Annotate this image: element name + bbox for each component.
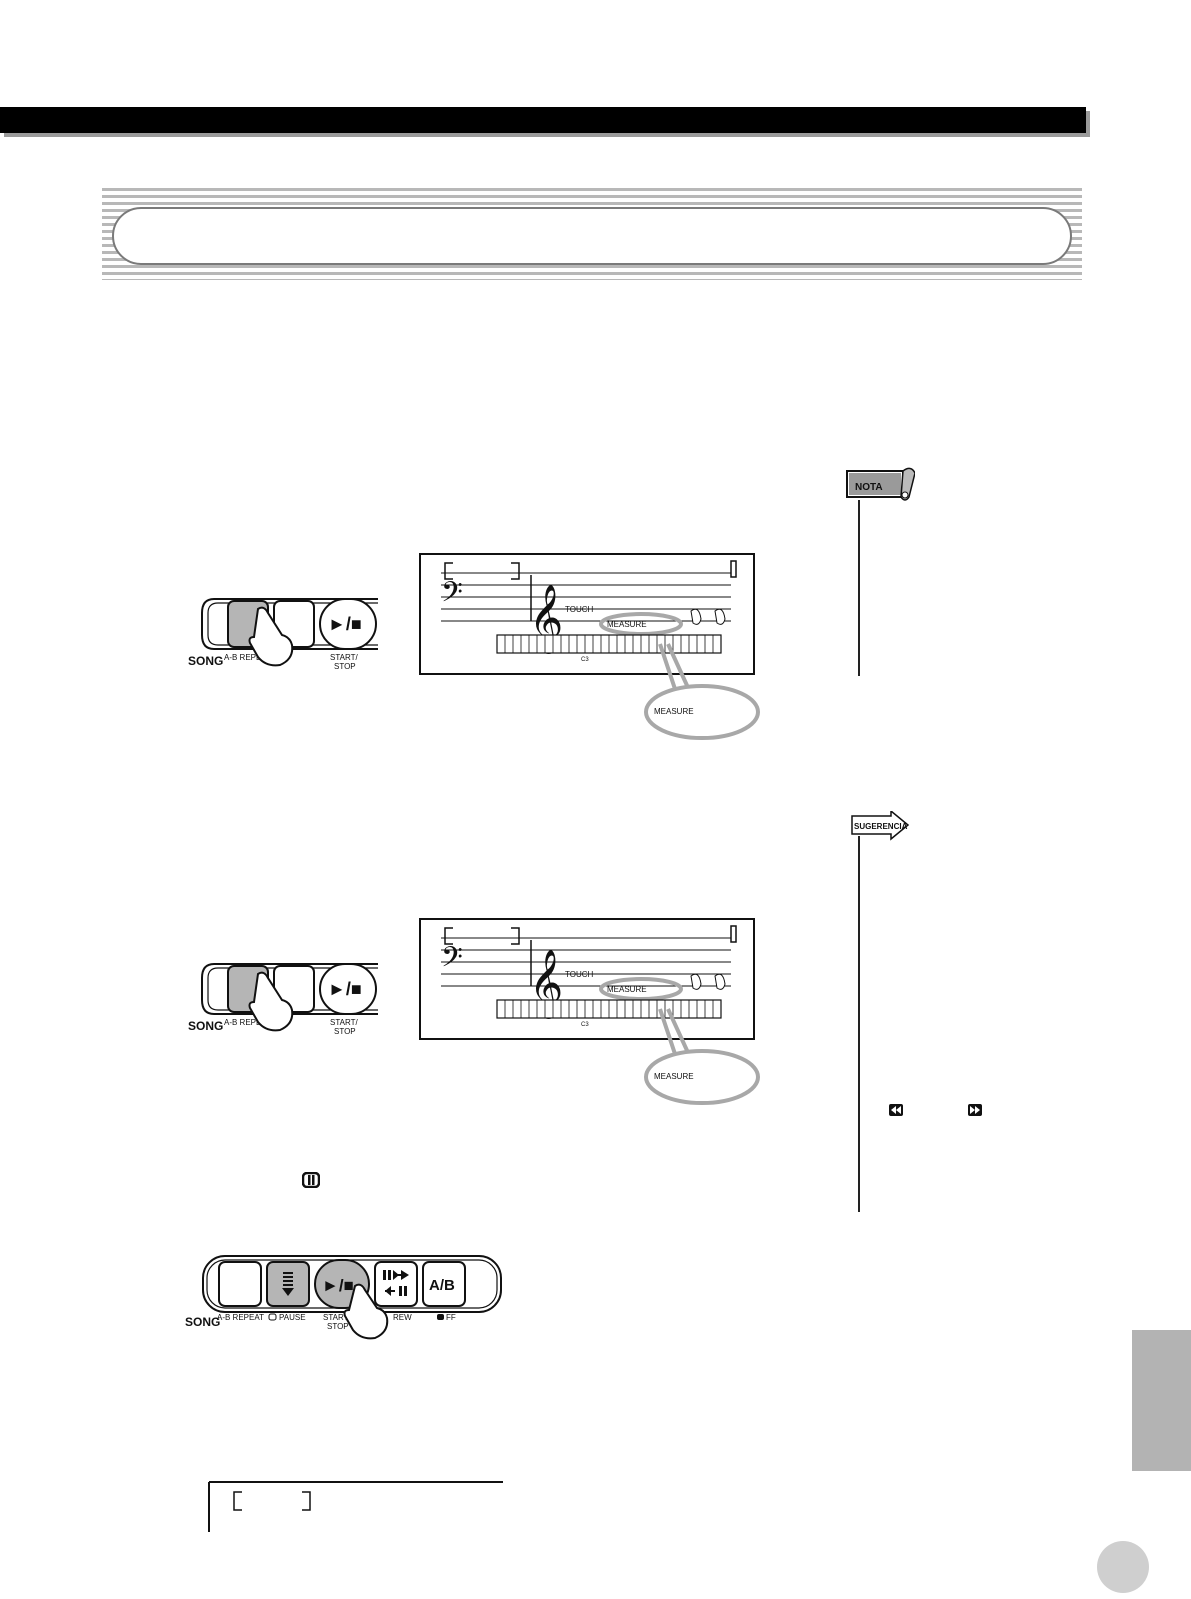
- pointing-hand-icon: [343, 1283, 389, 1340]
- lcd-touch-label: TOUCH: [565, 970, 594, 979]
- song-label: SONG: [188, 654, 223, 668]
- start-stop-label: STOP: [327, 1322, 349, 1331]
- fast-forward-icon: [968, 1104, 982, 1116]
- start-stop-label: STOP: [334, 662, 356, 671]
- lcd-measure-label: MEASURE: [607, 985, 647, 994]
- header-bar-shadow: [1086, 111, 1090, 137]
- ab-repeat-label: A-B REPEAT: [217, 1313, 264, 1322]
- start-stop-label: STOP: [334, 1027, 356, 1036]
- ab-repeat-label: A-B REPEAT: [224, 1018, 271, 1027]
- rew-ff-icon: [383, 1270, 409, 1296]
- song-panel-full: ►/■ A/B SONG A-B REPEAT PAUSE START/ STO…: [185, 1255, 502, 1340]
- rew-button[interactable]: [374, 1261, 418, 1307]
- lcd-touch-label: TOUCH: [565, 605, 594, 614]
- play-stop-glyph: ►/■: [328, 614, 362, 634]
- measure-callout-2: MEASURE: [644, 1008, 760, 1105]
- start-stop-label: START/: [323, 1313, 351, 1322]
- rewind-icon: [889, 1104, 903, 1116]
- left-hand-icon: [690, 608, 702, 625]
- bass-clef-icon: 𝄢: [441, 576, 463, 616]
- sugerencia-tab: SUGERENCIA: [851, 811, 910, 841]
- lcd-c3-label: C3: [581, 1022, 589, 1028]
- nota-label: NOTA: [855, 482, 883, 493]
- start-stop-label: START/: [330, 653, 358, 662]
- ff-small-icon: [437, 1314, 444, 1320]
- ab-button-label: A/B: [429, 1277, 455, 1294]
- ab-button[interactable]: [422, 1261, 466, 1307]
- lcd-display-1: 𝄢 𝄞 TOUCH MEASURE C3: [419, 553, 755, 675]
- header-bar: [0, 107, 1086, 133]
- start-stop-button[interactable]: [319, 598, 377, 650]
- measure-callout-1: MEASURE: [644, 643, 760, 740]
- left-hand-icon: [690, 973, 702, 990]
- section-title-box: [112, 207, 1072, 265]
- header-bar-shadow: [4, 133, 1090, 137]
- rew-label: REW: [393, 1313, 412, 1322]
- lcd-c3-label: C3: [581, 657, 589, 663]
- chapter-side-tab: [1132, 1330, 1191, 1471]
- sugerencia-label: SUGERENCIA: [854, 822, 908, 831]
- play-stop-glyph: ►/■: [328, 979, 362, 999]
- ab-repeat-label: A-B REPEAT: [224, 653, 271, 662]
- bass-clef-icon: 𝄢: [441, 941, 463, 981]
- pointing-hand-icon: [248, 971, 294, 1032]
- right-hand-icon: [714, 608, 726, 625]
- pause-label: PAUSE: [279, 1313, 306, 1322]
- page-number-marker: [1097, 1541, 1149, 1593]
- lcd-display-partial: [208, 1481, 503, 1532]
- song-panel-2: ►/■ SONG A-B REPEAT START/ STOP: [188, 963, 378, 1036]
- lcd-display-content: 𝄢 𝄞 TOUCH MEASURE C3: [441, 925, 737, 1028]
- song-label: SONG: [188, 1019, 223, 1033]
- ab-repeat-button[interactable]: [218, 1261, 262, 1307]
- pause-icon: [302, 1172, 320, 1188]
- right-hand-icon: [714, 973, 726, 990]
- lcd-display-content: 𝄢 𝄞 TOUCH MEASURE C3: [441, 560, 737, 663]
- pause-small-icon: [268, 1313, 277, 1321]
- song-label: SONG: [185, 1315, 220, 1329]
- play-stop-glyph: ►/■: [322, 1276, 354, 1295]
- nota-tab: NOTA: [846, 467, 915, 501]
- sugerencia-rule: [858, 836, 860, 1212]
- lcd-measure-label: MEASURE: [607, 620, 647, 629]
- start-stop-button[interactable]: [319, 963, 377, 1015]
- song-panel-1: ►/■ SONG A-B REPEAT START/ STOP: [188, 598, 378, 671]
- nota-rule: [858, 500, 860, 676]
- lcd-display-2: 𝄢 𝄞 TOUCH MEASURE C3: [419, 918, 755, 1040]
- ff-label: FF: [446, 1313, 456, 1322]
- measure-callout-label: MEASURE: [654, 1072, 694, 1081]
- measure-callout-label: MEASURE: [654, 707, 694, 716]
- start-stop-label: START/: [330, 1018, 358, 1027]
- pause-stack-icon: [282, 1272, 294, 1296]
- pointing-hand-icon: [248, 606, 294, 667]
